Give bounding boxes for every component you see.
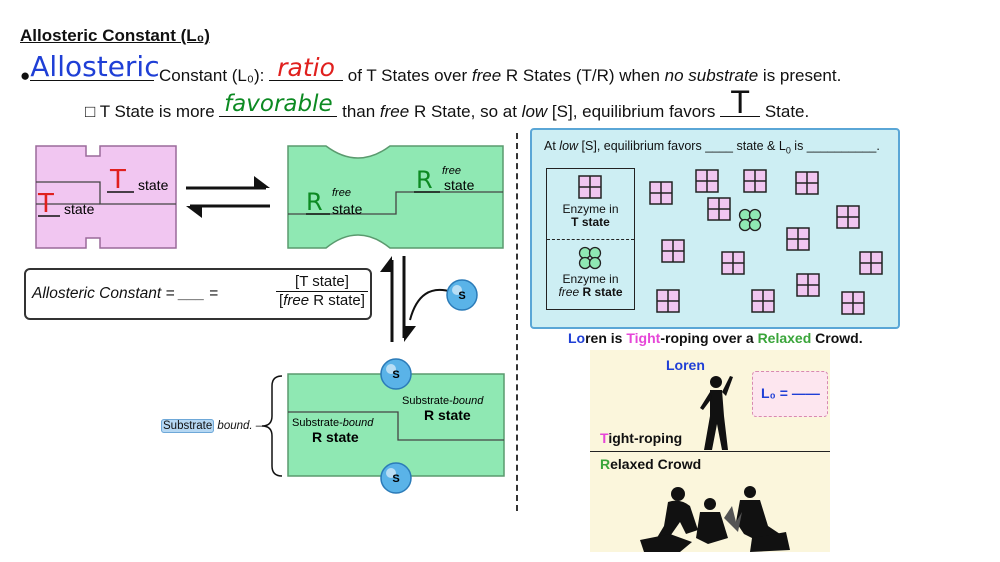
formula-fraction: [T state] [free R state] <box>276 273 368 309</box>
substrate-bound-label: Substrate bound. — <box>161 419 268 433</box>
substrate-label: S <box>392 473 399 485</box>
enzyme-state-diagram: T state T state R free state R free stat… <box>35 145 505 494</box>
relaxed-crowd-silhouette <box>640 486 790 552</box>
substrate-label: S <box>392 369 399 381</box>
loren-label: Loren <box>666 357 705 373</box>
favorable-line: □ T State is more favorable than free R … <box>85 86 810 122</box>
section-divider <box>516 133 518 511</box>
legend-separator <box>547 239 634 240</box>
t-state-enzyme-icon <box>707 197 731 221</box>
allosteric-constant-formula: Allosteric Constant = ___ = [T state] [f… <box>24 268 372 320</box>
blank-t: T <box>720 86 761 118</box>
t-state-enzyme-icon <box>859 251 883 275</box>
t-state-enzyme-icon <box>786 227 810 251</box>
bracket <box>261 375 283 477</box>
r-state-clover-icon <box>578 246 602 270</box>
t-state-enzyme-icon <box>721 251 745 275</box>
t-state-grid-icon <box>578 175 602 199</box>
equilibrium-panel: At low [S], equilibrium favors ____ stat… <box>530 128 900 329</box>
free-r-state-enzyme: R free state R free state <box>287 145 504 249</box>
ink-allosteric: Allosteric <box>30 50 160 83</box>
text: [S], equilibrium favors <box>547 102 721 121</box>
formula-denominator: [free R state] <box>279 292 365 309</box>
text: R State, so at <box>409 102 522 121</box>
bound-left-line1: Substrate-bound <box>292 417 374 429</box>
relaxed-crowd-label: Relaxed Crowd <box>600 456 702 472</box>
blank-ratio: ratio <box>269 55 344 81</box>
text-free: free <box>471 66 502 85</box>
t-state-enzyme-icon <box>656 289 680 313</box>
enzyme-population <box>649 169 883 315</box>
state-label-right: state <box>444 177 475 193</box>
t-state-enzyme-icon <box>751 289 775 313</box>
ink-r-right: R <box>416 166 433 194</box>
formula-numerator: [T state] <box>276 273 368 292</box>
state-label-left: state <box>332 201 363 217</box>
t-state-enzyme-icon <box>841 291 865 315</box>
definition-line: ●Allosteric Constant (L₀): ratio of T St… <box>20 53 842 86</box>
text: is present. <box>758 66 842 85</box>
substrate-label: S <box>458 290 465 302</box>
substrate-molecule: S <box>446 279 478 311</box>
ink-t: T <box>730 84 750 120</box>
t-state-enzyme-icon <box>695 169 719 193</box>
text-free: free <box>379 102 410 121</box>
ink-t-lower: T <box>37 189 54 219</box>
t-state-label-lower: state <box>64 201 95 217</box>
equilibrium-arrow-horizontal <box>186 176 270 218</box>
ink-ratio: ratio <box>277 53 335 82</box>
equilibrium-arrow-vertical <box>380 256 453 342</box>
l0-label: L₀ = —— <box>761 385 820 401</box>
t-state-enzyme-icon <box>795 171 819 195</box>
text: Constant (L₀): <box>154 66 270 85</box>
page-title: Allosteric Constant (L₀) <box>20 26 210 45</box>
t-state-label-upper: state <box>138 177 169 193</box>
free-label-right: free <box>442 165 461 177</box>
text: of T States over <box>343 66 472 85</box>
bound-left-line2: R state <box>312 429 359 445</box>
free-label-left: free <box>332 187 351 199</box>
tightrope-line <box>590 451 830 452</box>
l0-box: L₀ = —— <box>752 371 828 417</box>
bound-right-line1: Substrate-bound <box>402 395 484 407</box>
t-state-enzyme-icon <box>836 205 860 229</box>
free-r-state-enzyme-icon <box>738 208 762 232</box>
loren-silhouette <box>700 376 733 450</box>
bound-right-line2: R state <box>424 407 471 423</box>
panel-title: At low [S], equilibrium favors ____ stat… <box>544 139 880 156</box>
mnemonic-caption: Loren is Tight-roping over a Relaxed Cro… <box>568 330 863 346</box>
text: R States (T/R) when <box>501 66 665 85</box>
t-state-enzyme-icon <box>796 273 820 297</box>
text-no-substrate: no substrate <box>664 66 759 85</box>
text: State. <box>760 102 810 121</box>
t-state-enzyme: T state T state <box>35 145 177 249</box>
text: T State is more <box>95 102 220 121</box>
t-state-enzyme-icon <box>743 169 767 193</box>
blank-favorable: favorable <box>219 93 338 117</box>
t-state-enzyme-icon <box>661 239 685 263</box>
ink-favorable: favorable <box>224 91 333 117</box>
checkbox-bullet: □ <box>85 102 96 121</box>
formula-label: Allosteric Constant = ___ = <box>32 285 219 302</box>
tight-roping-label: Tight-roping <box>600 430 683 446</box>
text-low: low <box>521 102 548 121</box>
ink-t-upper: T <box>109 165 126 195</box>
substrate-bound-r-state: S S Substrate-bound R state Substrate-bo… <box>261 358 505 494</box>
text: than <box>337 102 380 121</box>
ink-r-left: R <box>306 188 323 216</box>
t-state-enzyme-icon <box>649 181 673 205</box>
bullet: ● <box>20 66 31 85</box>
blank-allosteric: Allosteric <box>30 53 160 81</box>
